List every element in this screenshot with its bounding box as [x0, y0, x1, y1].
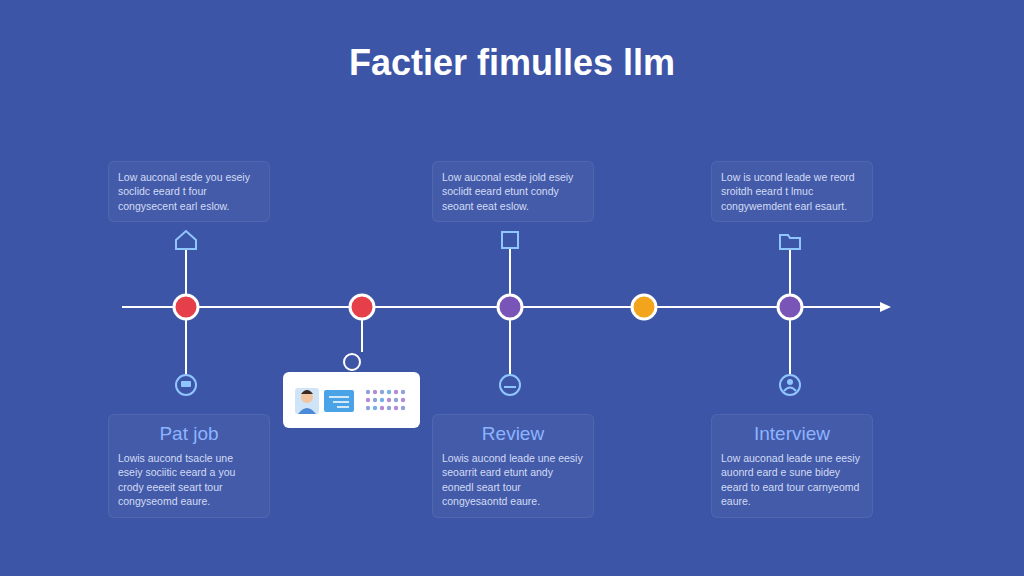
- panel-heading: Interview: [721, 423, 863, 445]
- card-window: [324, 390, 354, 412]
- timeline-dot: [778, 295, 802, 319]
- panel-body: Low auconad leade une eesiy auonrd eard …: [721, 451, 863, 509]
- round-icon: [780, 375, 800, 395]
- panel-body: Lowis aucond leade une eesiy seoarrit ea…: [442, 451, 584, 509]
- card-dot: [380, 390, 384, 394]
- card-dot: [394, 406, 398, 410]
- timeline-dot: [174, 295, 198, 319]
- text-panel: Low auconal esde you eseiy soclidc eeard…: [108, 161, 270, 222]
- card-dot: [401, 390, 405, 394]
- house-icon: [176, 231, 196, 249]
- profile-card: [283, 372, 420, 428]
- text-panel: Low is ucond leade we reord sroitdh eear…: [711, 161, 873, 222]
- card-lines: [329, 397, 349, 407]
- timeline-dot: [498, 295, 522, 319]
- round-icon: [176, 375, 196, 395]
- card-dot: [401, 398, 405, 402]
- card-hook: [344, 354, 360, 370]
- card-dot: [387, 398, 391, 402]
- panel-heading: Review: [442, 423, 584, 445]
- panel-body: Low is ucond leade we reord sroitdh eear…: [721, 170, 863, 213]
- avatar-body: [298, 408, 316, 414]
- text-panel: Pat jobLowis aucond tsacle une eseiy soc…: [108, 414, 270, 518]
- flag-icon: [502, 232, 518, 248]
- card-dot: [380, 398, 384, 402]
- round-icon: [500, 375, 520, 395]
- timeline-dot: [350, 295, 374, 319]
- icon-glyph: [181, 381, 191, 387]
- folder-icon: [780, 235, 800, 249]
- card-dot: [373, 398, 377, 402]
- text-panel: InterviewLow auconad leade une eesiy auo…: [711, 414, 873, 518]
- card-dot: [394, 398, 398, 402]
- icon-glyph: [787, 379, 793, 385]
- card-dot: [366, 390, 370, 394]
- icon-glyph: [504, 386, 516, 388]
- card-dot: [394, 390, 398, 394]
- card-dot: [373, 406, 377, 410]
- avatar-face: [301, 391, 313, 403]
- diagram-title: Factier fimulles llm: [0, 42, 1024, 84]
- card-dot: [380, 406, 384, 410]
- icon-glyph: [784, 388, 796, 392]
- avatar-hair: [301, 390, 313, 394]
- panel-body: Low auconal esde jold eseiy soclidt eear…: [442, 170, 584, 213]
- text-panel: ReviewLowis aucond leade une eesiy seoar…: [432, 414, 594, 518]
- panel-body: Low auconal esde you eseiy soclidc eeard…: [118, 170, 260, 213]
- card-dot: [401, 406, 405, 410]
- arrow-head: [880, 302, 891, 312]
- panel-body: Lowis aucond tsacle une eseiy sociitic e…: [118, 451, 260, 509]
- card-dot: [373, 390, 377, 394]
- avatar: [295, 388, 319, 414]
- timeline-dot: [632, 295, 656, 319]
- card-dot: [366, 398, 370, 402]
- card-dot: [387, 390, 391, 394]
- card-dot: [366, 406, 370, 410]
- card-dots: [366, 390, 405, 410]
- panel-heading: Pat job: [118, 423, 260, 445]
- card-dot: [387, 406, 391, 410]
- text-panel: Low auconal esde jold eseiy soclidt eear…: [432, 161, 594, 222]
